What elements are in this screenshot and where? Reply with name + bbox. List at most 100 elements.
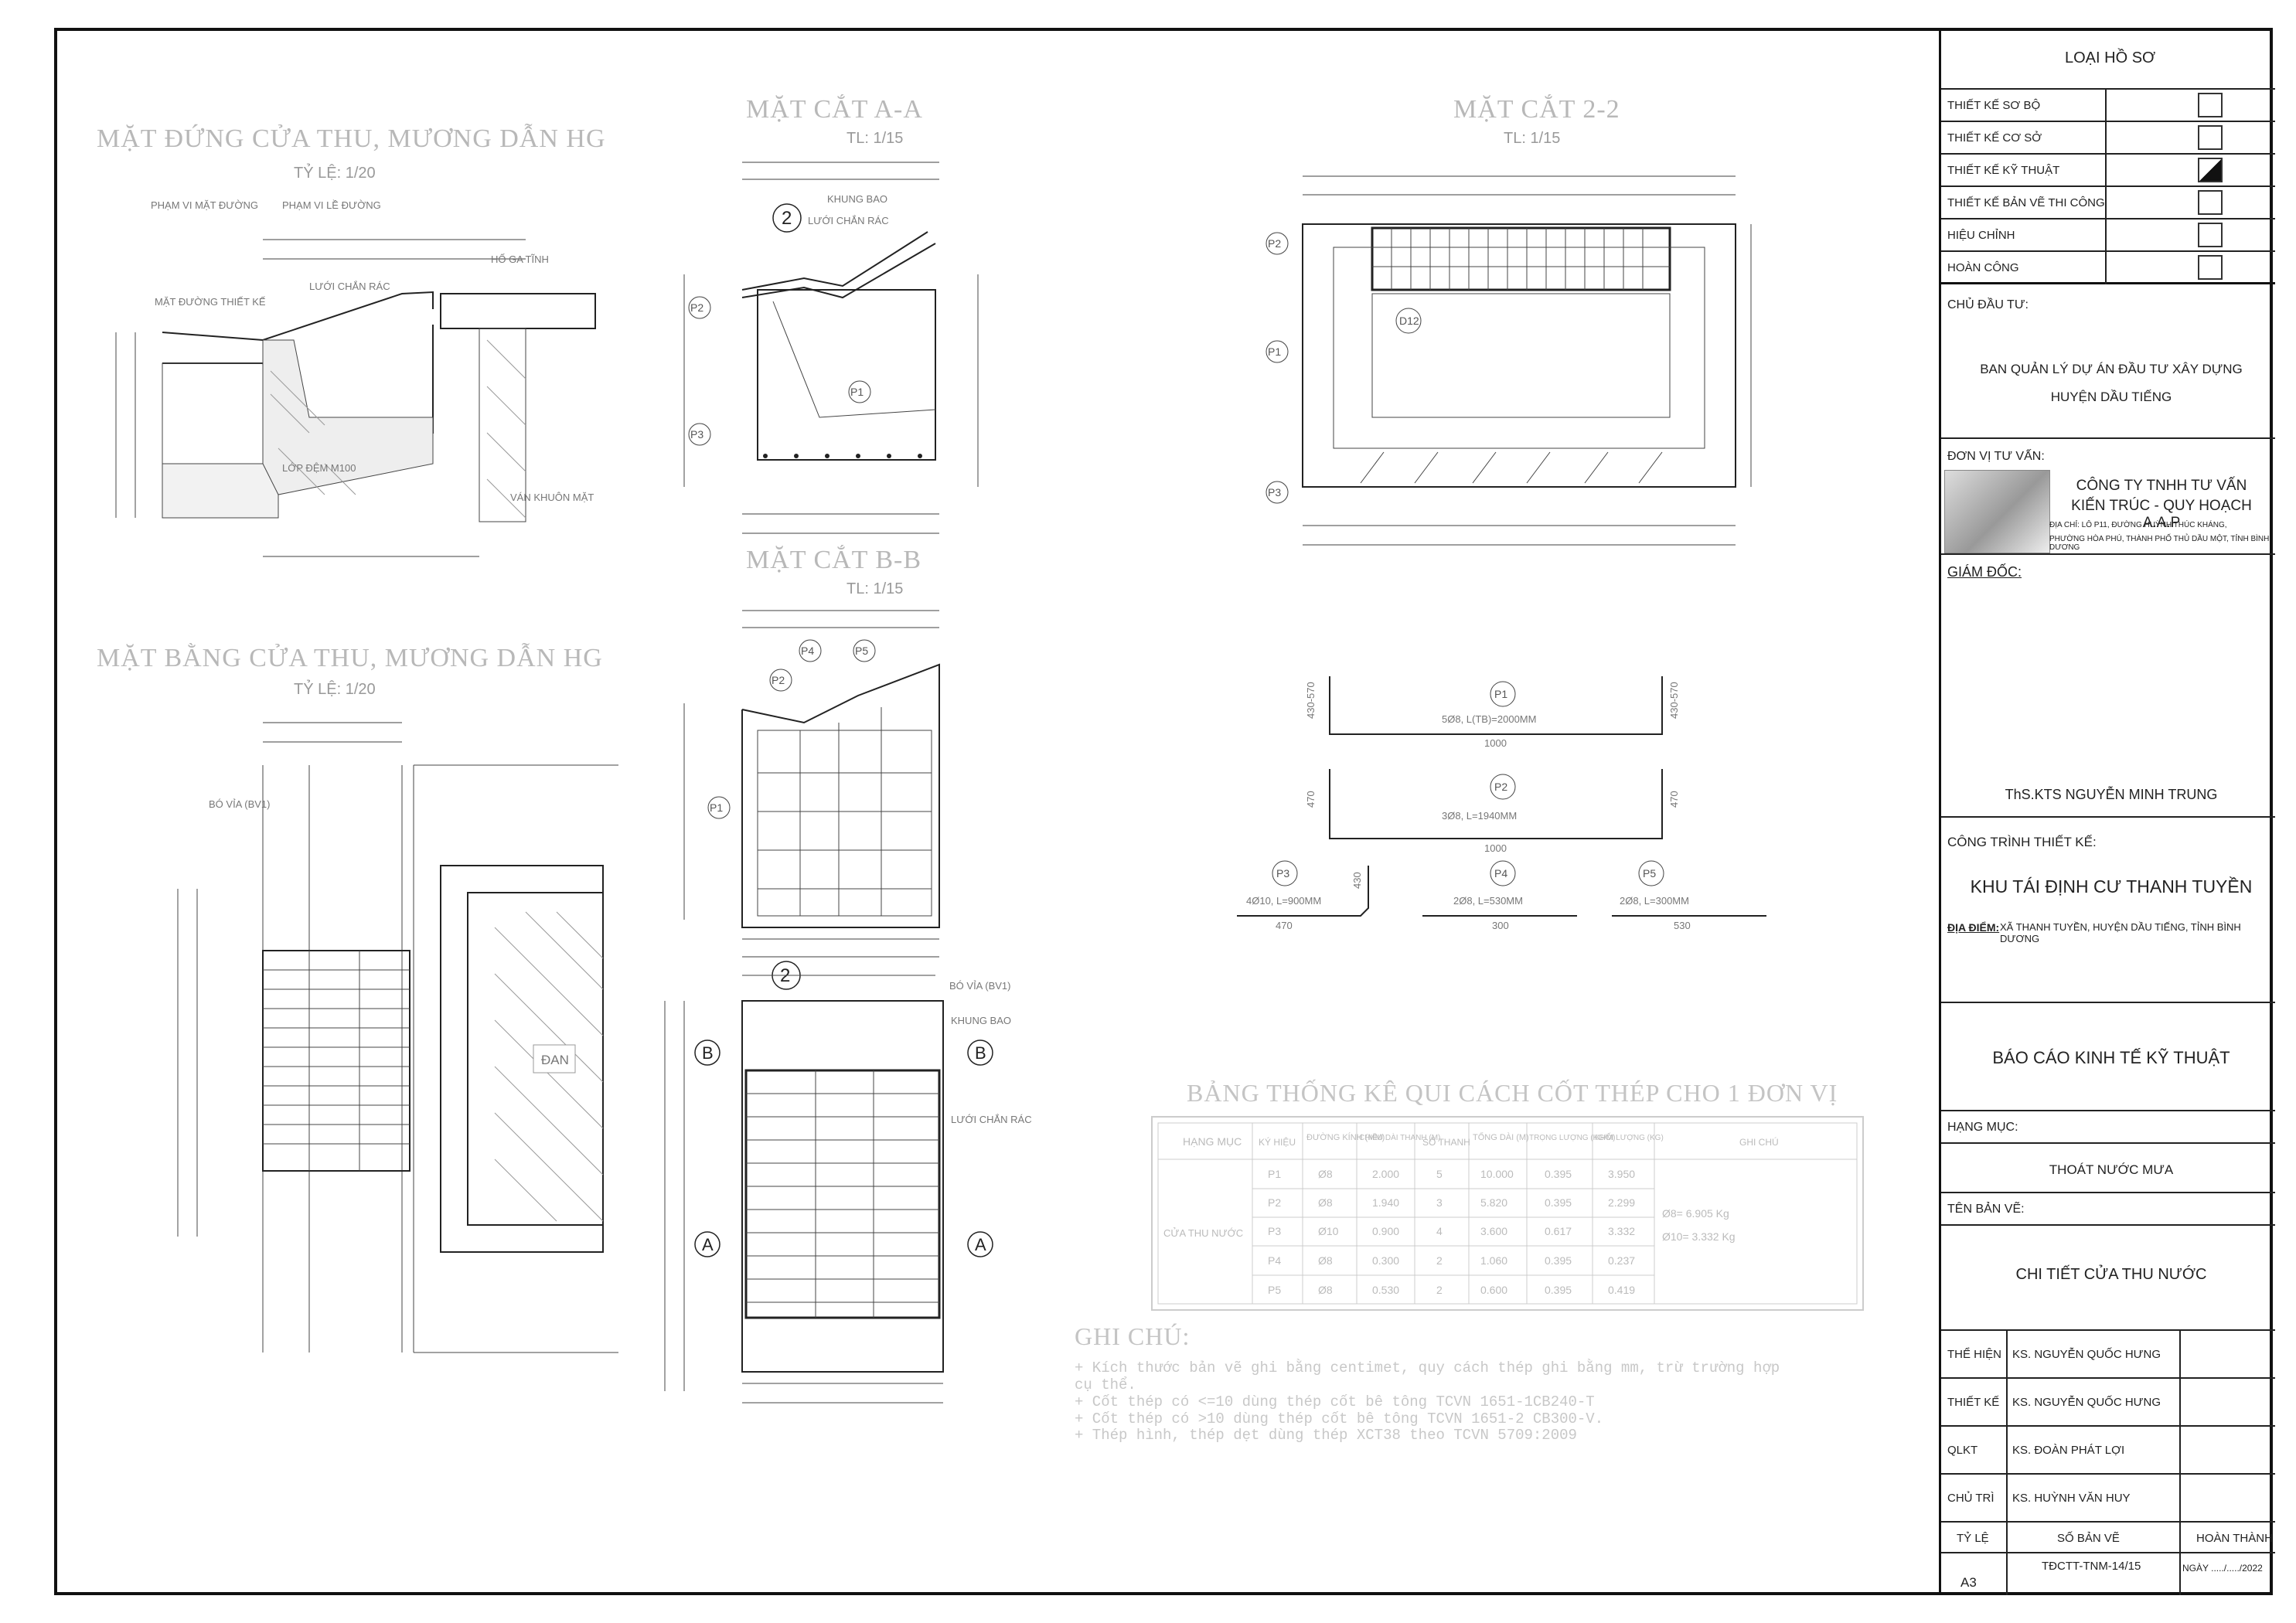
label-dan: ĐAN <box>541 1053 569 1067</box>
svg-text:0.237: 0.237 <box>1608 1254 1635 1267</box>
svg-text:470: 470 <box>1305 791 1317 808</box>
svg-text:2.299: 2.299 <box>1608 1196 1635 1209</box>
tb-bao-cao <box>1941 934 2275 1003</box>
tb-bao-cao-row: BÁO CÁO KINH TẾ KỸ THUẬT <box>1941 1003 2275 1111</box>
type-checkbox-4[interactable] <box>2198 190 2223 215</box>
svg-text:10.000: 10.000 <box>1480 1168 1514 1180</box>
svg-text:P2: P2 <box>1268 237 1281 250</box>
section-b-scale: TL: 1/15 <box>847 580 903 597</box>
svg-text:Ø8: Ø8 <box>1318 1196 1333 1209</box>
label-pham-vi-le-duong: PHẠM VI LỀ ĐƯỜNG <box>282 199 381 211</box>
label-van-khuon: VÁN KHUÔN MẶT <box>510 492 594 503</box>
svg-text:P2: P2 <box>1268 1196 1281 1209</box>
type-checkbox-3-checked[interactable] <box>2198 158 2223 182</box>
title-block: LOẠI HỒ SƠ THIẾT KẾ SƠ BỘ THIẾT KẾ CƠ SỞ… <box>1939 28 2275 1595</box>
type-checkbox-2[interactable] <box>2198 125 2223 150</box>
svg-text:4: 4 <box>1436 1225 1443 1237</box>
svg-text:Ø8: Ø8 <box>1318 1254 1333 1267</box>
svg-text:530: 530 <box>1674 920 1691 931</box>
svg-text:430-570: 430-570 <box>1668 682 1680 719</box>
svg-text:0.419: 0.419 <box>1608 1284 1635 1296</box>
svg-text:HẠNG MỤC: HẠNG MỤC <box>1183 1135 1242 1148</box>
svg-text:0.395: 0.395 <box>1545 1284 1572 1296</box>
type-checkbox-5[interactable] <box>2198 223 2223 247</box>
svg-text:P3: P3 <box>690 428 703 441</box>
tb-hang-muc: HẠNG MỤC: THOÁT NƯỚC MƯA <box>1941 1111 2275 1193</box>
section-a-scale: TL: 1/15 <box>847 130 903 147</box>
svg-text:3: 3 <box>1436 1196 1443 1209</box>
plan-title: MẶT BẰNG CỬA THU, MƯƠNG DẪN HG <box>97 643 603 672</box>
tb-giam-doc: GIÁM ĐỐC: ThS.KTS NGUYỄN MINH TRUNG <box>1941 555 2275 818</box>
svg-text:KHỐI LƯỢNG (KG): KHỐI LƯỢNG (KG) <box>1595 1131 1664 1142</box>
svg-text:P2: P2 <box>772 674 785 686</box>
svg-text:2: 2 <box>1436 1254 1443 1267</box>
svg-text:ĐƯỜNG KÍNH (MM): ĐƯỜNG KÍNH (MM) <box>1306 1132 1385 1142</box>
svg-text:2Ø8, L=300MM: 2Ø8, L=300MM <box>1620 895 1689 907</box>
svg-text:430: 430 <box>1351 872 1363 889</box>
svg-text:2.000: 2.000 <box>1372 1168 1399 1180</box>
svg-text:Ø8= 6.905 Kg: Ø8= 6.905 Kg <box>1662 1207 1729 1220</box>
svg-text:+ Cốt thép có >10 dùng thép: + Cốt thép có >10 dùng thép cốt bê tông … <box>1075 1410 1603 1427</box>
svg-text:0.395: 0.395 <box>1545 1254 1572 1267</box>
tb-staff-row-2: THIẾT KẾ KS. NGUYỄN QUỐC HƯNG <box>1941 1379 2275 1427</box>
svg-text:5Ø8, L(TB)=2000MM: 5Ø8, L(TB)=2000MM <box>1442 713 1536 725</box>
svg-text:Ø10: Ø10 <box>1318 1225 1339 1237</box>
svg-text:TRỌNG LƯỢNG (KG/M): TRỌNG LƯỢNG (KG/M) <box>1529 1134 1616 1142</box>
label-khung-bao-a: KHUNG BAO <box>827 193 887 205</box>
label-luoi-chan-rac-detail: LƯỚI CHẮN RÁC <box>951 1114 1032 1125</box>
label-luoi-chan-rac-a: LƯỚI CHẮN RÁC <box>808 215 889 226</box>
section-2-drawing: P2 P1 P3 D12 <box>1266 175 1752 546</box>
svg-text:P1: P1 <box>710 801 723 814</box>
svg-text:0.900: 0.900 <box>1372 1225 1399 1237</box>
svg-text:1000: 1000 <box>1484 737 1507 749</box>
svg-text:470: 470 <box>1668 791 1680 808</box>
label-ho-ga: HỐ GA TĨNH <box>491 253 549 265</box>
svg-text:P4: P4 <box>801 645 814 657</box>
steel-table: HẠNG MỤC KÝ HIỆU ĐƯỜNG KÍNH (MM) CHIỀU D… <box>1151 1116 1864 1311</box>
svg-text:5.820: 5.820 <box>1480 1196 1507 1209</box>
grate-plan-detail: 2 BÓ VỈA (BV1) KHUNG BAO LƯỚI CHẮN RÁC B… <box>664 961 1032 1404</box>
tb-type-row-2: THIẾT KẾ CƠ SỞ <box>1941 122 2275 155</box>
svg-text:GHI CHÚ: GHI CHÚ <box>1739 1136 1779 1148</box>
svg-text:P2: P2 <box>1494 781 1507 793</box>
elevation-drawing: PHẠM VI MẶT ĐƯỜNG PHẠM VI LỀ ĐƯỜNG MẶT Đ… <box>115 199 596 557</box>
type-checkbox-6[interactable] <box>2198 255 2223 280</box>
svg-text:P1: P1 <box>1494 688 1507 700</box>
tb-cong-trinh: CÔNG TRÌNH THIẾT KẾ: KHU TÁI ĐỊNH CƯ THA… <box>1941 818 2275 1003</box>
svg-text:P1: P1 <box>1268 345 1281 358</box>
rebar-shape-p1: P1 5Ø8, L(TB)=2000MM 1000 430-570 430-57… <box>1305 676 1680 749</box>
plan-drawing: BÓ VỈA (BV1) ĐAN <box>177 722 618 1353</box>
svg-text:5: 5 <box>1436 1168 1443 1180</box>
tb-loai-ho-so: LOẠI HỒ SƠ <box>1941 28 2275 90</box>
svg-text:1000: 1000 <box>1484 842 1507 854</box>
notes-block: + Kích thước bản vẽ ghi bằng centimet, q… <box>1075 1359 1780 1444</box>
section-2-scale: TL: 1/15 <box>1504 130 1560 147</box>
notes-title: GHI CHÚ: <box>1075 1322 1190 1350</box>
tb-type-row-3: THIẾT KẾ KỸ THUẬT <box>1941 155 2275 187</box>
label-khung-bao-detail: KHUNG BAO <box>951 1015 1011 1026</box>
section-a-drawing: 2 KHUNG BAO LƯỚI CHẮN RÁC P2 P1 P3 <box>683 162 979 534</box>
rebar-shape-p4: P4 2Ø8, L=530MM 300 <box>1422 860 1577 931</box>
svg-text:P5: P5 <box>855 645 868 657</box>
tb-don-vi-tu-van: ĐƠN VỊ TƯ VẤN: CÔNG TY TNHH TƯ VẤN KIẾN … <box>1941 439 2275 555</box>
svg-text:3.950: 3.950 <box>1608 1168 1635 1180</box>
svg-text:P1: P1 <box>1268 1168 1281 1180</box>
svg-text:KÝ HIỆU: KÝ HIỆU <box>1259 1136 1296 1148</box>
svg-text:P2: P2 <box>690 301 703 314</box>
label-mat-duong-thiet-ke: MẶT ĐƯỜNG THIẾT KẾ <box>155 296 266 308</box>
svg-text:P3: P3 <box>1276 867 1289 880</box>
svg-text:2: 2 <box>1436 1284 1443 1296</box>
svg-text:3.332: 3.332 <box>1608 1225 1635 1237</box>
type-checkbox-1[interactable] <box>2198 93 2223 117</box>
tb-ten-ban-ve: TÊN BẢN VẼ: CHI TIẾT CỬA THU NƯỚC <box>1941 1193 2275 1331</box>
svg-text:470: 470 <box>1276 920 1293 931</box>
tb-type-row-6: HOÀN CÔNG <box>1941 252 2275 284</box>
svg-text:CHIỀU DÀI THANH (M): CHIỀU DÀI THANH (M) <box>1359 1132 1440 1142</box>
marker-a-left: A <box>702 1235 714 1254</box>
rebar-shape-p5: P5 2Ø8, L=300MM 530 <box>1612 860 1766 931</box>
svg-text:P4: P4 <box>1494 867 1507 880</box>
svg-text:0.395: 0.395 <box>1545 1196 1572 1209</box>
